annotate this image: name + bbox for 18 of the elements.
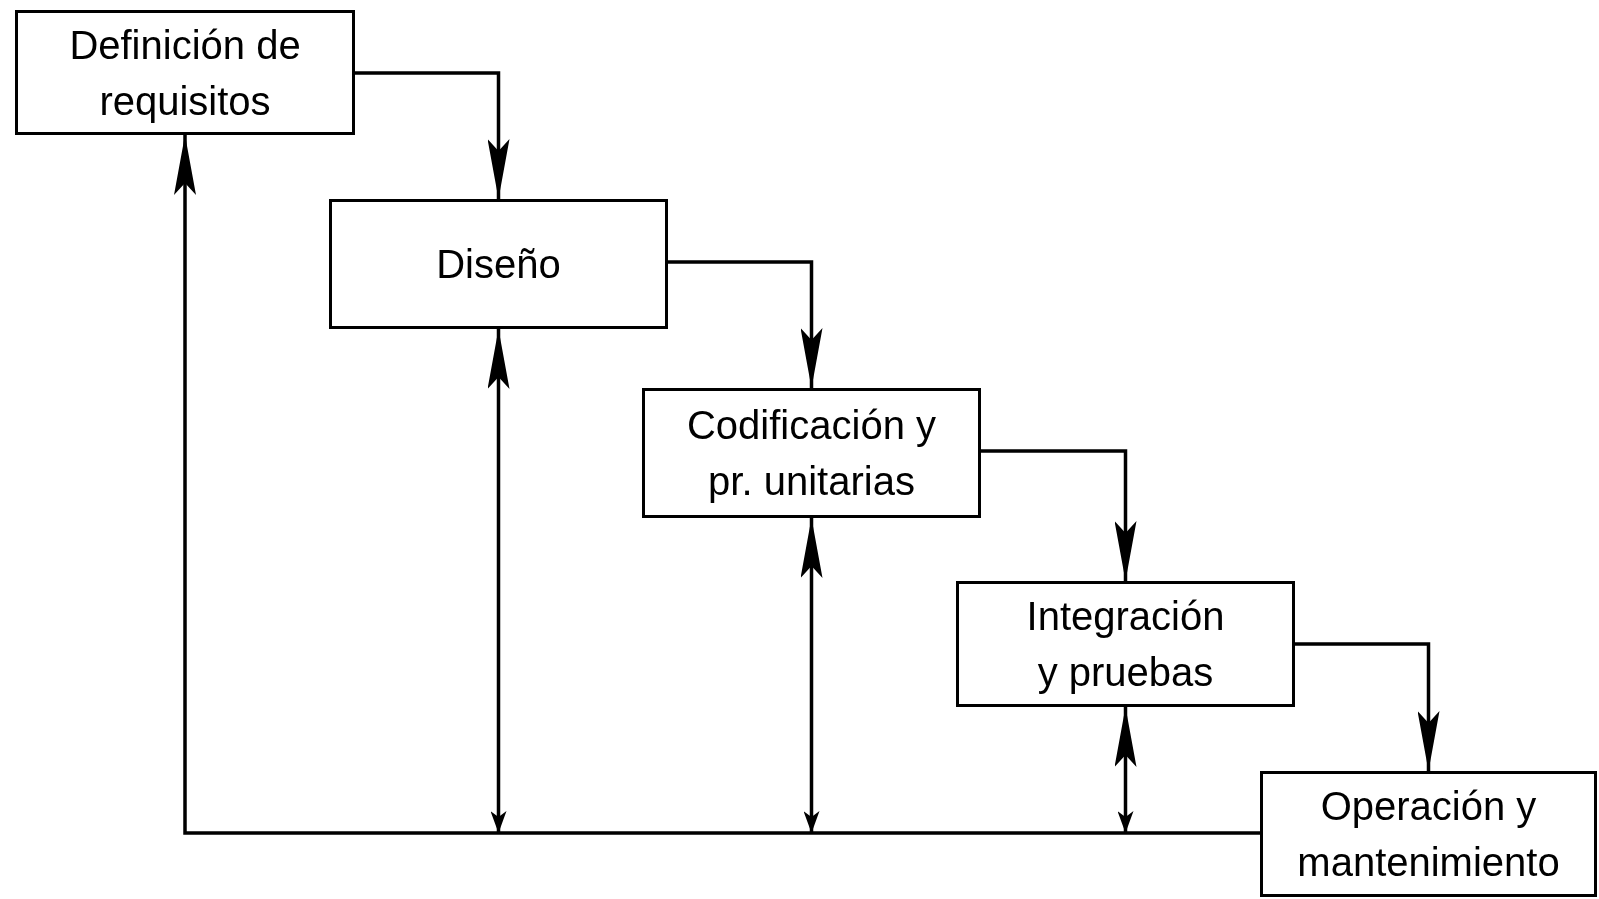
arrow <box>1114 707 1137 833</box>
process-box <box>15 10 355 135</box>
box-label: Diseño <box>435 241 562 288</box>
process-box <box>642 388 981 518</box>
arrow <box>174 135 1260 835</box>
box-label: Codificación y pr. unitarias <box>686 402 937 505</box>
box-label: Definición de requisitos <box>68 21 302 125</box>
arrow <box>1295 642 1440 771</box>
arrow <box>800 518 823 833</box>
arrow <box>487 329 510 833</box>
process-box <box>329 199 668 329</box>
box-label: Integración y pruebas <box>1025 593 1226 696</box>
process-box <box>956 581 1295 707</box>
process-box <box>1260 771 1597 897</box>
arrow <box>981 449 1137 581</box>
arrow <box>355 71 510 199</box>
box-label: Operación y mantenimiento <box>1296 783 1561 886</box>
arrow <box>668 260 823 388</box>
